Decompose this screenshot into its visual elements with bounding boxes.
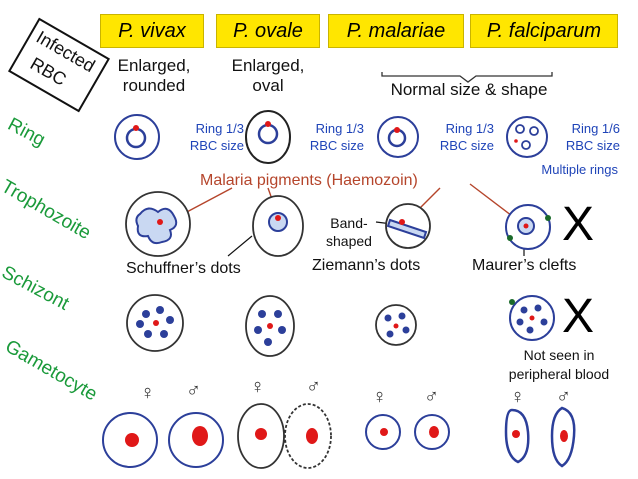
malariae-female-symbol: ♀ [372,386,387,408]
malariae-male-symbol: ♂ [424,386,439,408]
schizont-absent-mark: X [562,290,595,343]
ovale-schizont-cell [245,295,295,357]
ovale-male-gametocyte [284,403,332,469]
trophozoite-absent-mark: X [562,198,595,251]
normal-size-bracket [381,72,553,83]
vivax-ring-cell [114,114,160,160]
vivax-male-symbol: ♂ [186,380,201,402]
malariae-ring-size: Ring 1/3 RBC size [418,120,494,154]
vivax-male-gametocyte [168,412,224,468]
falciparum-ring-size-1: Ring 1/6 [571,121,620,136]
species-header-ovale: P. ovale [216,14,320,48]
malariae-falciparum-size-desc: Normal size & shape [390,80,548,99]
malariae-trophozoite-cell [385,203,431,249]
vivax-female-gametocyte [102,412,158,468]
band-shaped-label: Band- shaped [326,214,372,250]
pigments-label: Malaria pigments (Haemozoin) [200,172,418,189]
falciparum-male-symbol: ♂ [556,386,571,408]
falciparum-ring-size: Ring 1/6 RBC size [544,120,620,154]
falciparum-schizont-cell [509,295,555,341]
ovale-female-gametocyte [237,403,285,469]
vivax-desc-line2: rounded [122,76,186,95]
falciparum-multiple-rings: Multiple rings [541,162,618,177]
species-header-malariae: P. malariae [328,14,464,48]
not-seen-line2: peripheral blood [508,366,610,382]
malariae-schizont-cell [375,304,417,346]
ovale-desc-line1: Enlarged, [231,56,305,75]
malariae-ring-cell [377,116,419,158]
malariae-ring-size-2: RBC size [439,138,494,153]
vivax-schizont-cell [126,294,184,352]
maurer-clefts-label: Maurer’s clefts [472,257,577,274]
ziemann-dots-label: Ziemann’s dots [312,257,421,274]
ovale-ring-size: Ring 1/3 RBC size [288,120,364,154]
band-shaped-line1: Band- [330,215,368,231]
ovale-ring-size-1: Ring 1/3 [315,121,364,136]
vivax-ring-size: Ring 1/3 RBC size [168,120,244,154]
falciparum-ring-size-2: RBC size [565,138,620,153]
falciparum-female-gametocyte [504,408,530,464]
malariae-ring-size-1: Ring 1/3 [445,121,494,136]
malariae-female-gametocyte [365,414,401,450]
malariae-male-gametocyte [414,414,450,450]
not-seen-line1: Not seen in [523,347,595,363]
vivax-ring-size-1: Ring 1/3 [195,121,244,136]
falciparum-trophozoite-cell [505,204,551,250]
schuffner-pointer-2 [227,235,253,257]
schuffner-dots-label: Schuffner’s dots [126,260,241,277]
vivax-size-desc: Enlarged, rounded [104,56,204,96]
species-header-vivax: P. vivax [100,14,204,48]
falciparum-female-symbol: ♀ [510,386,525,408]
band-shaped-line2: shaped [326,233,372,249]
ovale-ring-size-2: RBC size [309,138,364,153]
species-header-falciparum: P. falciparum [470,14,618,48]
vivax-female-symbol: ♀ [140,382,155,404]
vivax-desc-line1: Enlarged, [117,56,191,75]
ovale-size-desc: Enlarged, oval [216,56,320,96]
vivax-trophozoite-cell [125,191,191,257]
falciparum-male-gametocyte [550,406,576,468]
ovale-female-symbol: ♀ [250,376,265,398]
vivax-ring-size-2: RBC size [189,138,244,153]
ovale-male-symbol: ♂ [306,376,321,398]
ovale-trophozoite-cell [252,195,304,257]
ovale-ring-cell [245,110,291,164]
not-seen-label: Not seen in peripheral blood [494,346,624,384]
ovale-desc-line2: oval [252,76,284,95]
falciparum-ring-cell [506,116,548,158]
